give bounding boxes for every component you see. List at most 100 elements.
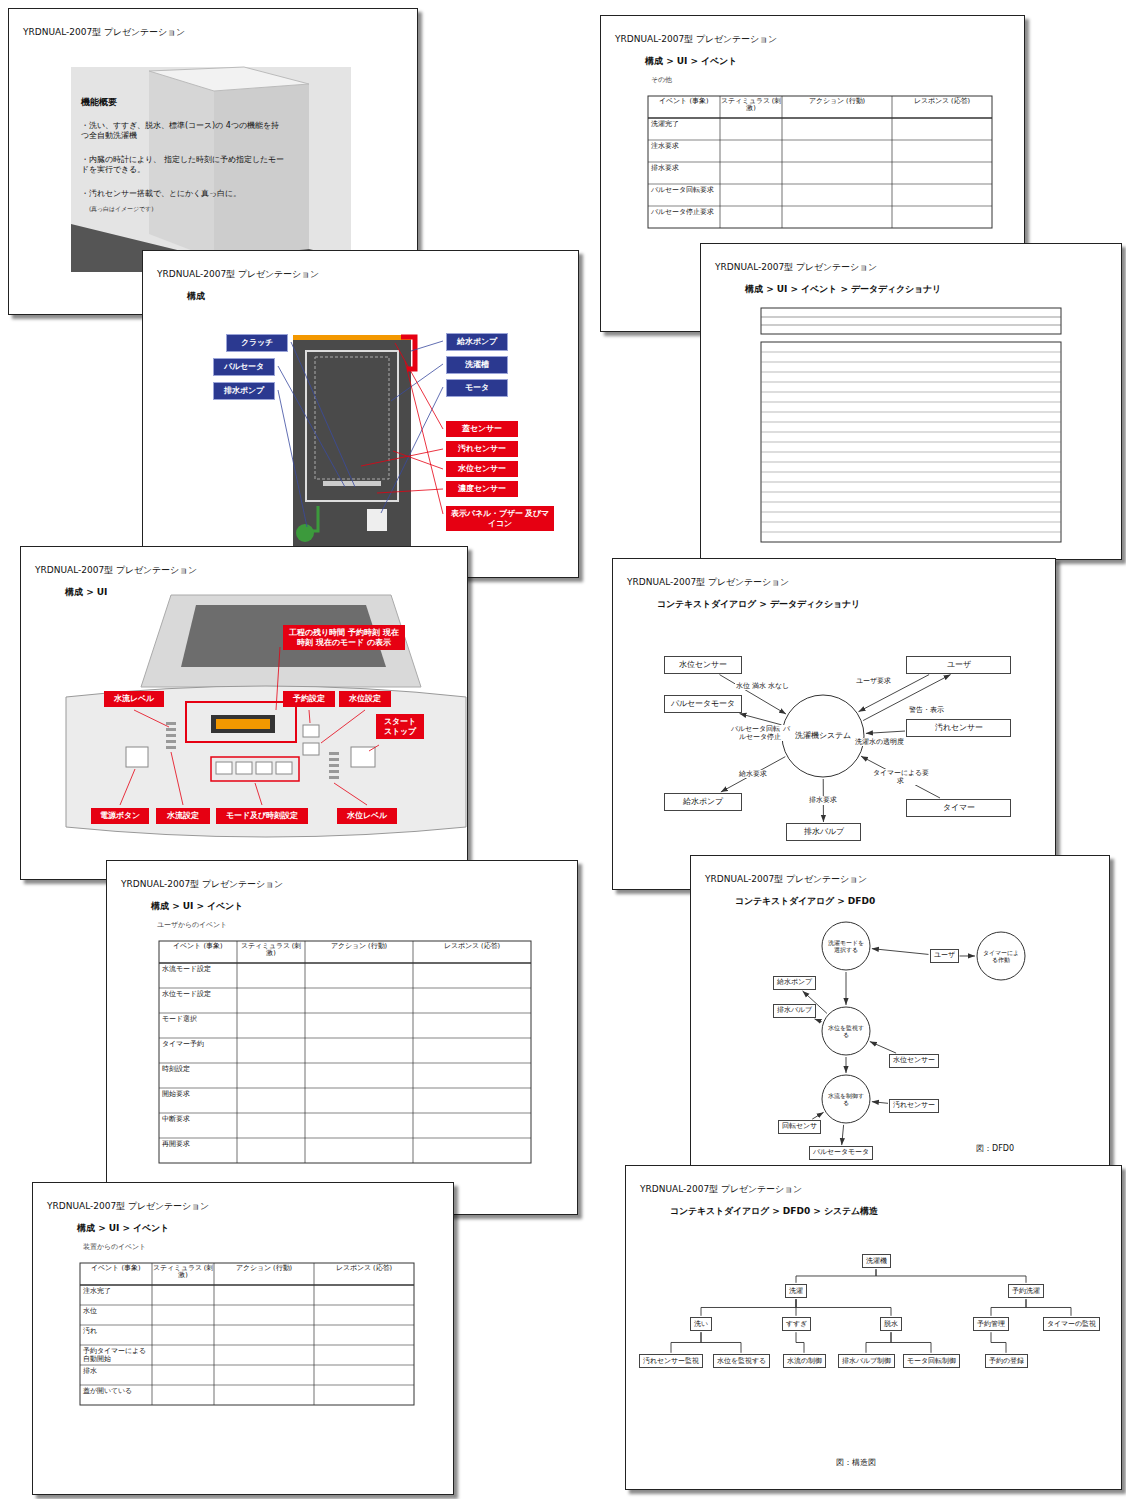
- table-cell: 注水完了: [83, 1287, 149, 1295]
- table-cell: モード選択: [162, 1015, 234, 1023]
- connector: [815, 1019, 822, 1022]
- label-box: 排水バルブ: [786, 823, 861, 841]
- table-cell: 水位: [83, 1307, 149, 1315]
- box-text: 水位センサー: [449, 464, 515, 474]
- dictionary-frame: [761, 308, 1061, 334]
- machine-lid: [149, 67, 309, 91]
- table-row-line: [648, 162, 992, 163]
- level-bar: [329, 776, 339, 779]
- connector: [891, 1332, 931, 1353]
- label-box: 給水ポンプ: [664, 793, 742, 811]
- cabinet: [293, 339, 411, 551]
- slide-text: 構成: [187, 291, 205, 302]
- slide-panel: YRDNUAL-2007型 プレゼンテーションコンテキストダイアログ > DFD…: [690, 855, 1110, 1170]
- connector: [872, 1102, 888, 1104]
- box-text: 水流設定: [159, 811, 207, 821]
- dictionary-row: [761, 402, 1061, 403]
- table-row-line: [80, 1325, 414, 1326]
- table-cell: 中断要求: [162, 1115, 234, 1123]
- level-bar: [166, 746, 176, 749]
- slide-illustration: [107, 861, 577, 1214]
- mode-button: [256, 762, 272, 774]
- table-row-line: [648, 117, 992, 118]
- table-row-line: [159, 1013, 531, 1014]
- mode-button: [216, 762, 232, 774]
- label-box: クラッチ: [226, 334, 288, 352]
- label-box: 電源ボタン: [91, 808, 149, 824]
- box-text: 予約の登録: [989, 1357, 1024, 1365]
- label-box: 水流設定: [156, 808, 210, 824]
- dictionary-row: [761, 412, 1061, 413]
- box-text: 汚れセンサー: [893, 1102, 935, 1110]
- slide-text: 構成 > UI > イベント: [77, 1223, 169, 1234]
- box-text: 蓋センサー: [449, 424, 515, 434]
- label-box: モータ: [446, 379, 508, 397]
- slide-text: YRDNUAL-2007型 プレゼンテーション: [35, 565, 197, 576]
- slide-text: 構成 > UI > イベント > データディクショナリ: [745, 284, 941, 295]
- table-border: [159, 941, 531, 1163]
- dictionary-row: [761, 472, 1061, 473]
- label-box: タイマーの監視: [1043, 1317, 1100, 1331]
- edge-label: 水位 満水 水なし: [735, 682, 790, 690]
- table-cell: 排水要求: [651, 164, 717, 172]
- table-cell: イベント (事象): [648, 98, 720, 105]
- slide-text: ・汚れセンサー搭載で、とにかく真っ白に。: [81, 189, 286, 199]
- label-box: 水位設定: [339, 691, 391, 707]
- table-column-line: [413, 941, 414, 1163]
- table-row-line: [80, 1365, 414, 1366]
- table-cell: レスポンス (応答): [892, 98, 992, 105]
- box-text: 水位センサー: [669, 660, 737, 670]
- table-row-line: [80, 1385, 414, 1386]
- box-text: 水位を監視する: [717, 1357, 766, 1365]
- box-text: 水位を監視する: [828, 1024, 865, 1038]
- dictionary-row: [761, 392, 1061, 393]
- label-box: 洗濯: [785, 1284, 807, 1298]
- table-cell: パルセータ停止要求: [651, 208, 717, 216]
- slide-text: YRDNUAL-2007型 プレゼンテーション: [157, 269, 319, 280]
- label-box: 汚れセンサー: [906, 719, 1011, 737]
- table-cell: アクション (行動): [214, 1265, 314, 1272]
- table-cell: 再開要求: [162, 1140, 234, 1148]
- box-text: 給水ポンプ: [449, 337, 505, 347]
- leader-line: [291, 342, 355, 487]
- label-box: 排水バルブ制御: [838, 1354, 895, 1368]
- box-text: 排水バルブ: [777, 1007, 812, 1015]
- slide-panel: YRDNUAL-2007型 プレゼンテーション構成 > UI > イベントユーザ…: [106, 860, 578, 1215]
- label-box: 回転センサ: [778, 1120, 821, 1134]
- box-text: 排水バルブ: [791, 827, 856, 837]
- table-cell: タイマー予約: [162, 1040, 234, 1048]
- edge-label: 洗濯水の透明度: [854, 738, 905, 746]
- leader-line: [334, 783, 367, 805]
- control-panel: [66, 686, 466, 837]
- machine-front: [214, 84, 309, 259]
- table-row-line: [80, 1345, 414, 1346]
- slide-text: 機能概要: [81, 97, 117, 108]
- slide-text: YRDNUAL-2007型 プレゼンテーション: [47, 1201, 209, 1212]
- box-text: 表示パネル・ブザー 及びマイコン: [449, 509, 551, 528]
- power-button: [126, 747, 148, 767]
- box-text: 電源ボタン: [94, 811, 146, 821]
- process-circle: 洗濯モードを選択する: [821, 921, 871, 971]
- slide-panel: YRDNUAL-2007型 プレゼンテーションコンテキストダイアログ > DFD…: [625, 1165, 1122, 1490]
- label-box: 予約洗濯: [1008, 1284, 1044, 1298]
- connector: [721, 757, 785, 792]
- box-text: 洗濯モードを選択する: [828, 939, 865, 953]
- dictionary-row: [761, 372, 1061, 373]
- dictionary-row: [761, 422, 1061, 423]
- level-bar: [329, 758, 339, 761]
- connector: [842, 1125, 844, 1145]
- slide-text: コンテキストダイアログ > データディクショナリ: [657, 599, 860, 610]
- slide-text: 構成 > UI: [65, 587, 107, 598]
- box-text: 水流レベル: [107, 694, 161, 704]
- mode-outline: [211, 757, 299, 781]
- connector: [701, 1299, 796, 1316]
- label-box: パルセータモータ: [664, 695, 742, 713]
- process-circle: 水流を制御する: [821, 1074, 871, 1124]
- level-bar: [166, 728, 176, 731]
- box-text: 水流を制御する: [828, 1092, 865, 1106]
- box-text: 洗濯機: [866, 1257, 887, 1265]
- label-box: モータ回転制御: [903, 1354, 960, 1368]
- slide-text: YRDNUAL-2007型 プレゼンテーション: [705, 874, 867, 885]
- table-cell: スティミュラス (刺激): [720, 98, 782, 113]
